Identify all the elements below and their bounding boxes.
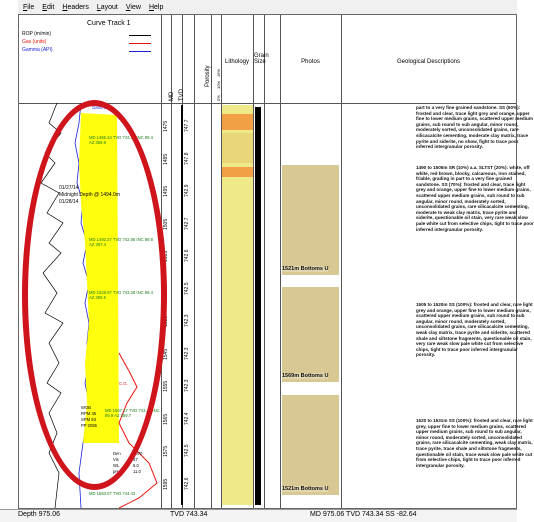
tvd-tick-label: 742.9 bbox=[184, 184, 190, 197]
tvd-tick-label: 742.4 bbox=[184, 411, 190, 425]
tvd-tick-label: 742.5 bbox=[184, 281, 190, 295]
legend-gas-line bbox=[129, 43, 151, 44]
lithology-header: Lithology bbox=[224, 59, 250, 65]
md-tick-label: 1565 bbox=[163, 413, 169, 425]
lithology-track bbox=[222, 105, 253, 505]
menu-layout[interactable]: Layout bbox=[96, 3, 118, 11]
photos-header: Photos bbox=[301, 59, 320, 65]
mud-ph-val: 11.0 bbox=[133, 469, 141, 474]
description-4: 1520 to 1531m SS (100%): frosted and cle… bbox=[416, 418, 533, 468]
tvd-header: TVD bbox=[179, 89, 185, 101]
photo-caption-3: 1521m Bottoms U bbox=[282, 486, 329, 492]
core-photo-1[interactable]: 1521m Bottoms U bbox=[282, 165, 339, 275]
md-tick-label: 1495 bbox=[163, 185, 169, 197]
legend-rop-line bbox=[129, 35, 151, 36]
photo-caption-2: 1569m Bottoms U bbox=[282, 373, 329, 379]
status-bar: Depth 975.06 TVD 743.34 MD 975.06 TVD 74… bbox=[0, 509, 517, 522]
lithology-column-left-border bbox=[221, 15, 222, 508]
legend-rop-label: ROP (m/min) bbox=[22, 31, 52, 37]
menu-bar: File Edit Headers Layout View Help bbox=[18, 0, 517, 15]
menu-help[interactable]: Help bbox=[148, 3, 164, 11]
porosity-scale-3: 15% bbox=[216, 68, 221, 77]
tvd-tick-label: 747.7 bbox=[184, 119, 190, 132]
lithology-orange-band-1 bbox=[222, 114, 253, 130]
legend-gamma-line bbox=[129, 51, 151, 52]
tvd-tick-label: 742.3 bbox=[184, 379, 190, 392]
mud-den-val: 1070 bbox=[133, 451, 143, 456]
highlight-ellipse bbox=[22, 100, 167, 490]
header-divider bbox=[19, 103, 516, 104]
menu-file[interactable]: File bbox=[23, 3, 35, 11]
tvd-tick-label: 742.6 bbox=[184, 249, 190, 262]
lithology-column-right-border bbox=[253, 15, 254, 508]
md-header: MD bbox=[169, 91, 175, 101]
porosity-scale-2: 10% bbox=[216, 80, 221, 89]
mud-wl-val: 6.0 bbox=[133, 463, 139, 468]
porosity-scale-1: 5% bbox=[216, 95, 221, 101]
photo-caption-1: 1521m Bottoms U bbox=[282, 266, 329, 272]
md-tick-label: 1555 bbox=[163, 380, 169, 392]
md-tick-label: 1575 bbox=[163, 445, 169, 457]
grain-size-header: Grain Size bbox=[254, 53, 269, 65]
description-2: 1490 to 1505m SR (10%) a.a. SLTST (20%):… bbox=[416, 165, 534, 232]
tvd-tick-label: 747.8 bbox=[184, 151, 190, 165]
grain-size-bar bbox=[255, 107, 261, 505]
core-photo-2[interactable]: 1569m Bottoms U bbox=[282, 287, 339, 382]
grain-column-border bbox=[264, 15, 265, 508]
legend-gas-label: Gas (units) bbox=[22, 39, 47, 45]
tvd-tick-label: 742.5 bbox=[184, 444, 190, 457]
md-tick-label: 1485 bbox=[163, 153, 169, 165]
descriptions-header: Geological Descriptions bbox=[396, 59, 461, 65]
menu-view[interactable]: View bbox=[125, 3, 141, 11]
description-3: 1505 to 1520m SS (100%): frosted and cle… bbox=[416, 302, 533, 358]
md-tick-label: 1505 bbox=[163, 218, 169, 230]
mud-vis-val: 47 bbox=[133, 457, 138, 462]
menu-edit[interactable]: Edit bbox=[42, 3, 55, 11]
tvd-tick-label: 742.7 bbox=[184, 216, 190, 230]
grain-size-track bbox=[254, 105, 264, 505]
md-tick-label: 1595 bbox=[163, 478, 169, 490]
status-tvd: TVD 743.34 bbox=[170, 511, 208, 518]
lithology-orange-band-2 bbox=[222, 167, 253, 177]
legend-gamma-label: Gamma (API) bbox=[22, 47, 53, 53]
photos-column-border bbox=[280, 15, 281, 508]
status-depth: Depth 975.06 bbox=[18, 511, 61, 518]
tvd-tick-label: 742.6 bbox=[184, 476, 190, 490]
tvd-tick-label: 742.3 bbox=[184, 346, 190, 360]
menu-headers[interactable]: Headers bbox=[62, 3, 89, 11]
porosity-header: Porosity bbox=[205, 65, 211, 87]
md-tick-label: 1475 bbox=[163, 120, 169, 132]
curve-track-title: Curve Track 1 bbox=[87, 20, 131, 27]
tvd-tick-label: 742.3 bbox=[184, 314, 190, 327]
descriptions-column-border bbox=[341, 15, 342, 508]
md-column-border bbox=[171, 15, 172, 508]
tvd-column-right-border bbox=[194, 15, 195, 508]
description-1: part to a very fine grained sandstone. S… bbox=[416, 105, 533, 150]
survey-5: MD 1583.07 TVD 744.43 bbox=[89, 491, 136, 496]
lithology-sand-band bbox=[222, 133, 253, 163]
core-photo-3[interactable]: 1521m Bottoms U bbox=[282, 395, 339, 495]
porosity-track bbox=[195, 105, 210, 505]
status-md: MD 975.06 TVD 743.34 SS -82.64 bbox=[310, 511, 417, 518]
porosity-column-border bbox=[211, 15, 212, 508]
md-tick-strip bbox=[181, 105, 183, 505]
